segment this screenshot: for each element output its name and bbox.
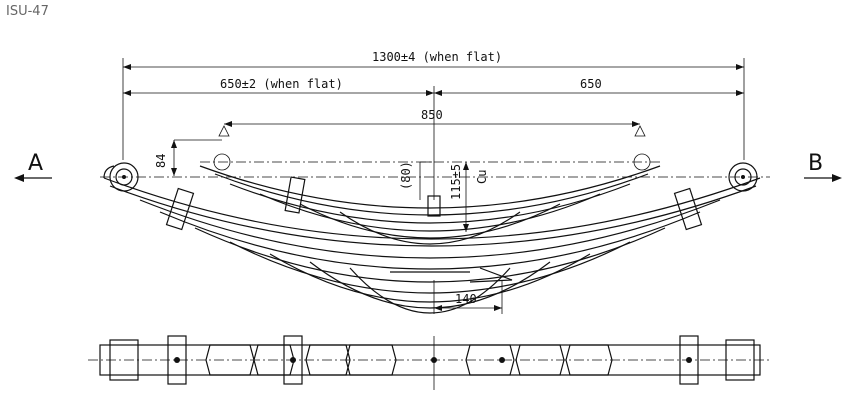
dim-half-right: 650 (580, 77, 602, 91)
plan-view (88, 335, 770, 390)
dim-height-80: (80) (399, 161, 413, 190)
support-left-icon (218, 125, 230, 137)
dim-height-115: 115±5 (449, 164, 463, 200)
spring-eye-right (728, 162, 758, 192)
drawing-code: ISU-47 (6, 4, 49, 19)
leaf-stack (103, 165, 761, 314)
arrow-left-icon (14, 174, 24, 182)
end-label-a: A (28, 151, 43, 176)
dim-center-span: 850 (421, 108, 443, 122)
dim-half-length: 650±2 (when flat) (220, 77, 343, 91)
dim-total-length: 1300±4 (when flat) (372, 50, 502, 64)
arrow-right-icon (832, 174, 842, 182)
support-right-icon (634, 125, 646, 137)
end-label-b: B (808, 151, 823, 176)
clamp-group (165, 176, 703, 231)
dimension-lines (122, 58, 745, 314)
dim-height-84: 84 (154, 154, 168, 168)
